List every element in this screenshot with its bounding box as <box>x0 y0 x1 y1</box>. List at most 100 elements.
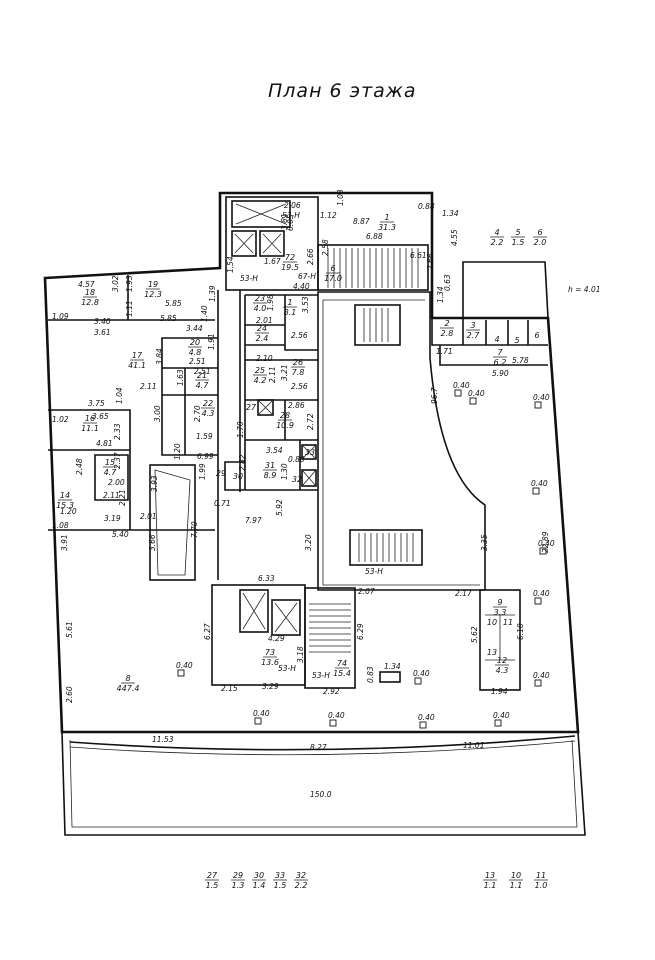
room-number: 28 <box>280 411 290 420</box>
column-size-label: 0.40 <box>533 393 550 402</box>
room-tag: 33 <box>305 448 315 457</box>
room-tag: 32 <box>292 475 302 484</box>
column-size-label: 0.40 <box>176 661 193 670</box>
room-label: 331.5 <box>273 871 287 890</box>
dimension-label: 53-Н <box>240 274 258 283</box>
room-number: 13 <box>485 871 495 880</box>
room-label: 242.4 <box>255 324 269 343</box>
interior-walls-left <box>48 275 241 580</box>
dimension-label: 2.66 <box>306 248 315 265</box>
column-size-label: 0.40 <box>253 709 270 718</box>
balcony-outline <box>462 261 549 319</box>
room-number: 15 <box>105 458 115 467</box>
dimension-label: 1.70 <box>236 421 245 438</box>
dimension-label: 1.98 <box>266 294 275 311</box>
dimension-label: 2.15 <box>221 684 238 693</box>
room-label: 131.1 <box>483 871 497 890</box>
room-area: 31.3 <box>378 223 396 232</box>
room-number: 23 <box>255 294 265 303</box>
dimension-label: 2.56 <box>291 331 308 340</box>
top-core <box>225 196 319 291</box>
room-area: 2.7 <box>467 331 481 340</box>
room-label: 318.9 <box>263 461 277 480</box>
room-area: 3.3 <box>494 608 507 617</box>
column-size-label: 0.40 <box>418 713 435 722</box>
room-area: 447.4 <box>117 684 140 693</box>
room-number: 1 <box>287 298 292 307</box>
room-number: 1 <box>384 213 389 222</box>
dimension-label: 1.39 <box>208 285 217 302</box>
room-number: 8 <box>125 674 130 683</box>
room-tag: 29 <box>216 469 226 478</box>
dimension-label: 5.62 <box>470 626 479 643</box>
room-label: 32.7 <box>466 321 480 340</box>
room-area: 1.4 <box>253 881 266 890</box>
column-size-label: 0.40 <box>468 389 485 398</box>
dimension-label: 3.44 <box>186 324 203 333</box>
dimension-label: 2.48 <box>75 458 84 475</box>
room-area: 12.3 <box>144 290 162 299</box>
dimension-label: 2.51 <box>189 357 206 366</box>
dimension-label: 8.27 <box>310 743 327 752</box>
column-icon <box>177 669 185 677</box>
dimension-label: 3.02 <box>111 275 120 292</box>
dimension-label: 1.34 <box>442 209 459 218</box>
room-number: 6 <box>537 228 542 237</box>
stair-hatch <box>309 603 351 653</box>
column-icon <box>414 677 422 685</box>
room-area: 1.3 <box>232 881 245 890</box>
room-label: 214.7 <box>195 371 209 390</box>
room-label: 18.1 <box>283 298 297 317</box>
room-label: 111.0 <box>534 871 548 890</box>
room-number: 26 <box>293 358 303 367</box>
room-label: 42.2 <box>490 228 504 247</box>
dimension-label: 1.34 <box>436 286 445 303</box>
dimension-label: 0.88 <box>418 202 435 211</box>
dimension-label: 22.89 <box>541 531 550 553</box>
stair-6 <box>317 244 429 291</box>
room-number: 18 <box>85 288 95 297</box>
room-number: 22 <box>203 399 213 408</box>
room-area: 2.2 <box>295 881 308 890</box>
column-icon <box>494 719 502 727</box>
column-icon <box>534 597 542 605</box>
dimension-label: 3.81 <box>280 213 289 230</box>
dimension-label: 1.08 <box>52 521 69 530</box>
dimension-label: 3.29 <box>262 682 279 691</box>
ceiling-height-note: h = 4.01 <box>568 285 601 294</box>
room-area: 15.3 <box>56 501 74 510</box>
dimension-label: 6.99 <box>197 452 214 461</box>
room-area: 4.7 <box>196 381 210 390</box>
room-area: 2.2 <box>491 238 504 247</box>
dimension-label: 3.40 <box>94 317 111 326</box>
dimension-label: 6.61 <box>410 251 427 260</box>
column-icon <box>534 679 542 687</box>
room-tag: 13 <box>487 648 497 657</box>
dimension-label: 6.05 <box>286 214 295 231</box>
dimension-label: 1.09 <box>52 312 69 321</box>
column-icon <box>454 389 462 397</box>
dimension-label: 3.19 <box>104 514 121 523</box>
dimension-label: 1.59 <box>196 432 213 441</box>
dimension-label: 1.34 <box>384 662 401 671</box>
dimension-label: 3.18 <box>296 646 305 663</box>
dimension-label: 2.01 <box>256 316 273 325</box>
dimension-label: 1.40 <box>200 305 209 322</box>
dimension-label: 3.61 <box>94 328 111 337</box>
dimension-label: 4.29 <box>268 634 285 643</box>
room-area: 4.7 <box>104 468 118 477</box>
column-icon <box>419 721 427 729</box>
dimension-label: 5.90 <box>492 369 509 378</box>
shaft-opening <box>379 671 401 683</box>
room-area: 1.5 <box>206 881 219 890</box>
dimension-label: 3.53 <box>301 296 310 313</box>
room-number: 7 <box>497 348 503 357</box>
room-number: 33 <box>275 871 285 880</box>
dimension-label: 0.63 <box>443 274 452 291</box>
column-size-label: 0.40 <box>533 589 550 598</box>
room-area: 15.4 <box>333 669 351 678</box>
